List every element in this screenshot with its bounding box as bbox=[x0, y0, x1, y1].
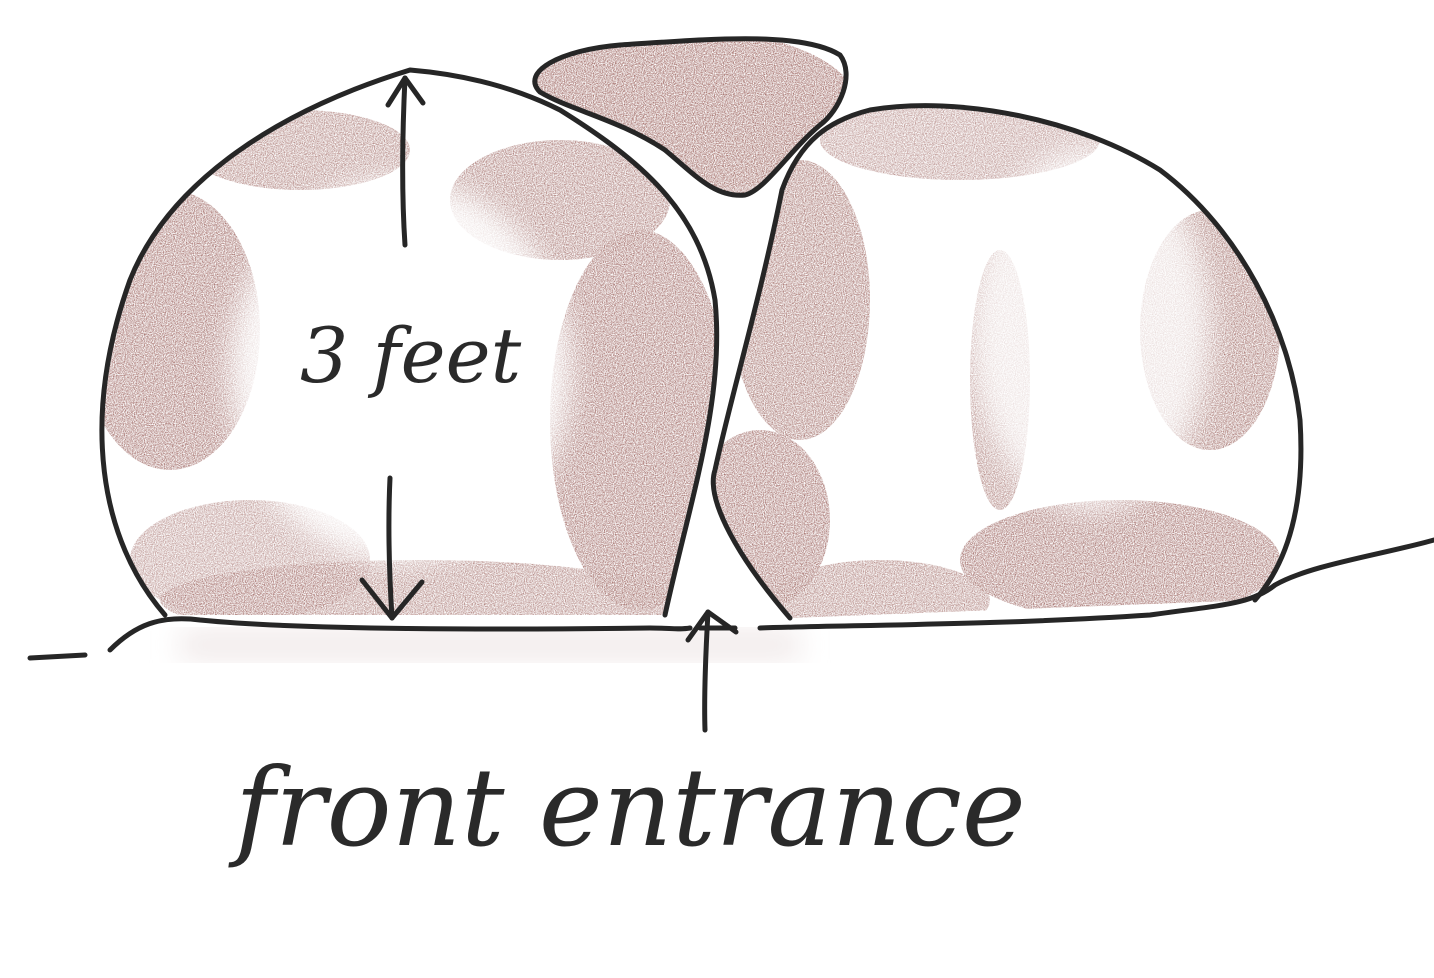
height-label: 3 feet bbox=[300, 311, 522, 400]
entrance-label: front entrance bbox=[228, 746, 1026, 871]
